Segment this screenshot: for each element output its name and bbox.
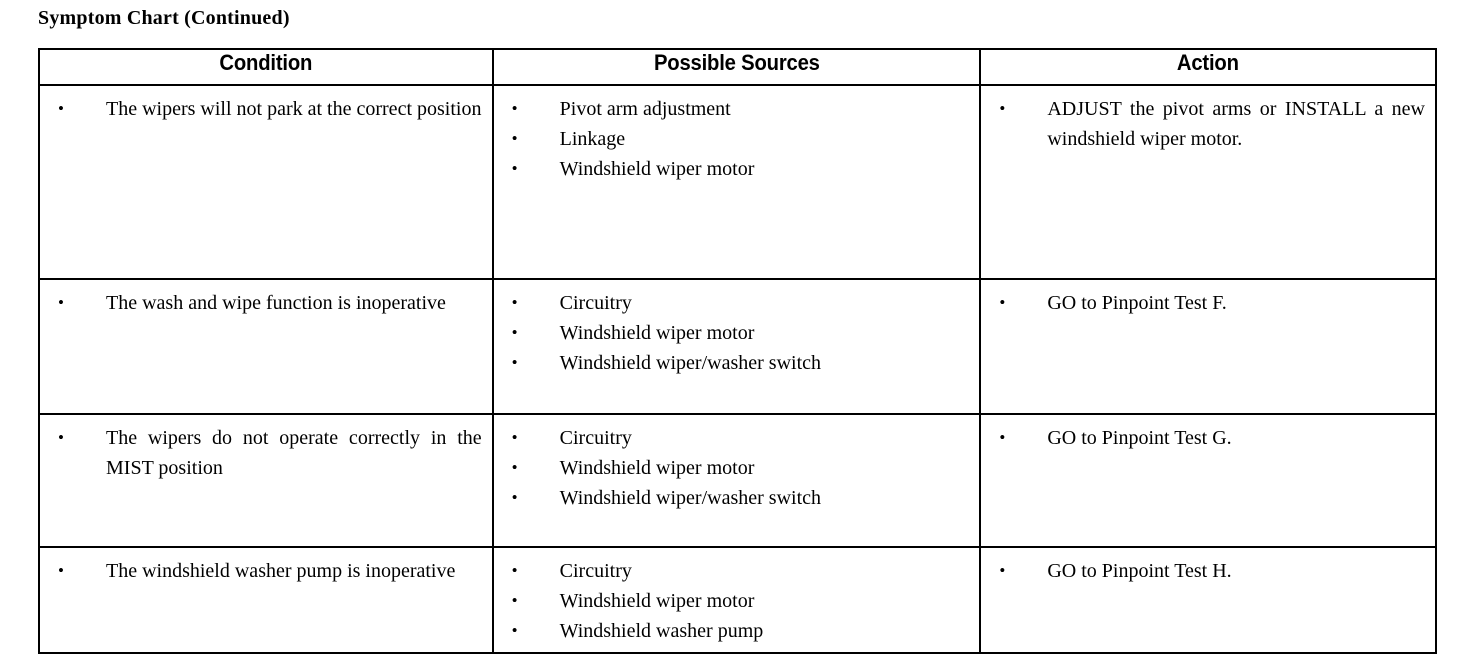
bullet-list: The windshield washer pump is inoperativ… <box>50 556 482 586</box>
list-item: Windshield washer pump <box>504 616 970 646</box>
table-row: The windshield washer pump is inoperativ… <box>38 546 1437 654</box>
list-item: Linkage <box>504 124 970 154</box>
cell-action: GO to Pinpoint Test F. <box>979 278 1437 415</box>
list-item: Windshield wiper motor <box>504 154 970 184</box>
cell-content: GO to Pinpoint Test F. <box>981 280 1435 324</box>
bullet-list: Pivot arm adjustment Linkage Windshield … <box>504 94 970 184</box>
list-item: The wash and wipe function is inoperativ… <box>50 288 482 318</box>
list-item: Circuitry <box>504 288 970 318</box>
list-item: GO to Pinpoint Test H. <box>991 556 1425 586</box>
list-item: GO to Pinpoint Test G. <box>991 423 1425 453</box>
cell-content: The windshield washer pump is inoperativ… <box>40 548 492 592</box>
cell-content: ADJUST the pivot arms or INSTALL a new w… <box>981 86 1435 160</box>
bullet-list: Circuitry Windshield wiper motor Windshi… <box>504 556 970 646</box>
list-item: Windshield wiper/washer switch <box>504 483 970 513</box>
table-row: The wipers do not operate correctly in t… <box>38 413 1437 548</box>
bullet-list: GO to Pinpoint Test G. <box>991 423 1425 453</box>
bullet-list: GO to Pinpoint Test F. <box>991 288 1425 318</box>
list-item: The wipers will not park at the correct … <box>50 94 482 124</box>
table-row: The wash and wipe function is inoperativ… <box>38 278 1437 415</box>
cell-content: Circuitry Windshield wiper motor Windshi… <box>494 548 980 652</box>
bullet-list: GO to Pinpoint Test H. <box>991 556 1425 586</box>
list-item: The wipers do not operate correctly in t… <box>50 423 482 483</box>
column-header-action: Action <box>997 48 1419 86</box>
cell-condition: The wipers do not operate correctly in t… <box>38 413 494 548</box>
cell-content: Circuitry Windshield wiper motor Windshi… <box>494 280 980 384</box>
cell-action: GO to Pinpoint Test G. <box>979 413 1437 548</box>
list-item: The windshield washer pump is inoperativ… <box>50 556 482 586</box>
bullet-list: Circuitry Windshield wiper motor Windshi… <box>504 288 970 378</box>
cell-possible-sources: Circuitry Windshield wiper motor Windshi… <box>491 546 982 654</box>
cell-possible-sources: Pivot arm adjustment Linkage Windshield … <box>491 84 982 280</box>
cell-content: Circuitry Windshield wiper motor Windshi… <box>494 415 980 519</box>
cell-action: GO to Pinpoint Test H. <box>979 546 1437 654</box>
table-header: Condition Possible Sources Action <box>39 48 1436 86</box>
cell-possible-sources: Circuitry Windshield wiper motor Windshi… <box>491 278 982 415</box>
list-item: Windshield wiper/washer switch <box>504 348 970 378</box>
table-row: The wipers will not park at the correct … <box>38 84 1437 280</box>
column-header-condition: Condition <box>56 48 476 86</box>
table-body: The wipers will not park at the correct … <box>38 84 1437 654</box>
list-item: Windshield wiper motor <box>504 586 970 616</box>
page-title: Symptom Chart (Continued) <box>38 7 290 29</box>
bullet-list: The wipers do not operate correctly in t… <box>50 423 482 483</box>
cell-content: GO to Pinpoint Test G. <box>981 415 1435 459</box>
cell-content: GO to Pinpoint Test H. <box>981 548 1435 592</box>
cell-action: ADJUST the pivot arms or INSTALL a new w… <box>979 84 1437 280</box>
cell-content: The wipers will not park at the correct … <box>40 86 492 130</box>
list-item: Windshield wiper motor <box>504 318 970 348</box>
list-item: Windshield wiper motor <box>504 453 970 483</box>
cell-content: The wash and wipe function is inoperativ… <box>40 280 492 324</box>
cell-content: The wipers do not operate correctly in t… <box>40 415 492 489</box>
bullet-list: The wipers will not park at the correct … <box>50 94 482 124</box>
bullet-list: ADJUST the pivot arms or INSTALL a new w… <box>991 94 1425 154</box>
list-item: Pivot arm adjustment <box>504 94 970 124</box>
list-item: Circuitry <box>504 556 970 586</box>
cell-condition: The wipers will not park at the correct … <box>38 84 494 280</box>
cell-condition: The wash and wipe function is inoperativ… <box>38 278 494 415</box>
column-header-possible-sources: Possible Sources <box>511 48 962 86</box>
cell-condition: The windshield washer pump is inoperativ… <box>38 546 494 654</box>
table-header-row: Condition Possible Sources Action <box>39 48 1436 86</box>
bullet-list: Circuitry Windshield wiper motor Windshi… <box>504 423 970 513</box>
symptom-chart-table: Condition Possible Sources Action The wi… <box>38 48 1437 654</box>
bullet-list: The wash and wipe function is inoperativ… <box>50 288 482 318</box>
list-item: GO to Pinpoint Test F. <box>991 288 1425 318</box>
list-item: Circuitry <box>504 423 970 453</box>
cell-possible-sources: Circuitry Windshield wiper motor Windshi… <box>491 413 982 548</box>
cell-content: Pivot arm adjustment Linkage Windshield … <box>494 86 980 190</box>
list-item: ADJUST the pivot arms or INSTALL a new w… <box>991 94 1425 154</box>
